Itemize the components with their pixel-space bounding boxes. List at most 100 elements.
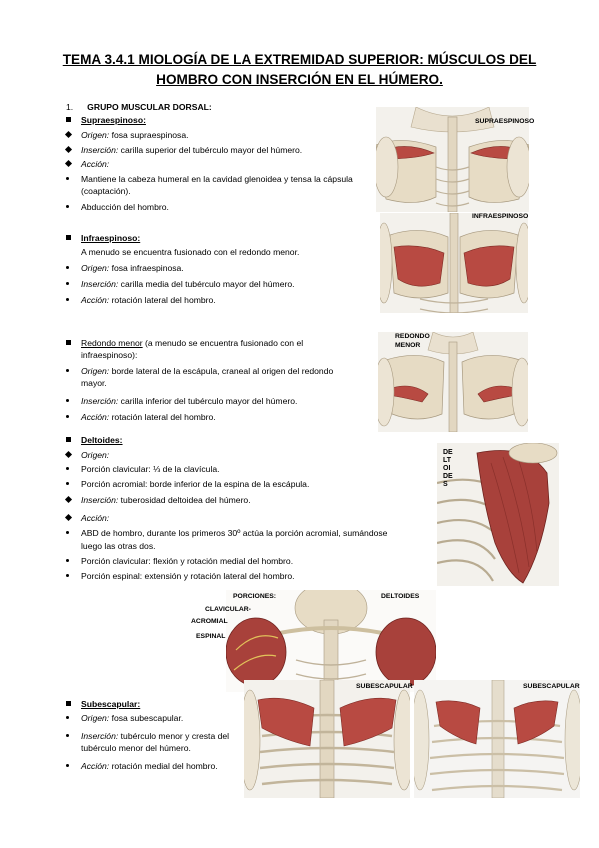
dot-bullet-icon bbox=[66, 482, 69, 486]
redondo-menor-origen-cont: mayor. bbox=[81, 378, 107, 388]
deltoides-accion-1-cont: luego las otras dos. bbox=[81, 541, 156, 551]
deltoides-insercion: Inserción: tuberosidad deltoidea del húm… bbox=[64, 494, 251, 506]
deltoides-origen-2: Porción acromial: borde inferior de la e… bbox=[66, 478, 309, 490]
accion-text: rotación medial del hombro. bbox=[109, 761, 218, 771]
insercion-label: Inserción: bbox=[81, 145, 119, 155]
supraespinoso-illustration bbox=[376, 107, 529, 212]
back-anatomy-image bbox=[378, 332, 528, 432]
dot-bullet-icon bbox=[66, 369, 69, 373]
square-bullet-icon bbox=[66, 235, 71, 241]
accion-label: Acción: bbox=[81, 159, 110, 169]
infraespinoso-insercion: Inserción: carilla media del tubérculo m… bbox=[66, 278, 295, 290]
deltoides-origen: Origen: bbox=[64, 449, 110, 461]
muscle-name: Deltoides: bbox=[81, 435, 123, 445]
origen-text: Porción clavicular: ⅓ de la clavícula. bbox=[81, 464, 220, 474]
deltoides-accion: Acción: bbox=[64, 512, 109, 524]
supraespinoso-accion-1-cont: (coaptación). bbox=[81, 186, 131, 196]
origen-text: fosa supraespinosa. bbox=[109, 130, 189, 140]
subescapular-insercion-cont: tubérculo menor del húmero. bbox=[81, 743, 191, 753]
insercion-text: carilla inferior del tubérculo mayor del… bbox=[118, 396, 298, 406]
deltoides-accion-1: ABD de hombro, durante los primeros 30º … bbox=[66, 527, 387, 539]
deltoides-portions-caption: DELTOIDES bbox=[381, 593, 420, 600]
back-anatomy-image bbox=[380, 213, 528, 313]
redondo-menor-accion: Acción: rotación lateral del hombro. bbox=[66, 411, 216, 423]
insercion-text: carilla media del tubérculo mayor del hú… bbox=[118, 279, 295, 289]
subescapular-origen: Origen: fosa subescapular. bbox=[66, 712, 183, 724]
diamond-bullet-icon bbox=[64, 451, 73, 459]
deltoides-lateral-illustration bbox=[437, 443, 559, 586]
dot-bullet-icon bbox=[66, 531, 69, 535]
dot-bullet-icon bbox=[66, 298, 69, 302]
deltoides-vertical-caption: DELTOIDES bbox=[443, 449, 453, 488]
muscle-name: Redondo menor bbox=[81, 338, 143, 348]
square-bullet-icon bbox=[66, 340, 71, 346]
subescapular-heading: Subescapular: bbox=[66, 698, 140, 710]
diamond-bullet-icon bbox=[64, 514, 73, 522]
accion-label: Acción: bbox=[81, 295, 110, 305]
subescapular-accion: Acción: rotación medial del hombro. bbox=[66, 760, 218, 772]
dot-bullet-icon bbox=[66, 205, 69, 209]
deltoides-portions-illustration bbox=[226, 590, 436, 692]
square-bullet-icon bbox=[66, 437, 71, 443]
insercion-label: Inserción: bbox=[81, 279, 119, 289]
origen-label: Origen: bbox=[81, 263, 110, 273]
redondo-menor-heading: Redondo menor (a menudo se encuentra fus… bbox=[66, 337, 303, 349]
origen-text: fosa infraespinosa. bbox=[109, 263, 184, 273]
origen-text: Porción acromial: borde inferior de la e… bbox=[81, 479, 310, 489]
deltoides-heading: Deltoides: bbox=[66, 434, 123, 446]
dot-bullet-icon bbox=[66, 282, 69, 286]
origen-label: Origen: bbox=[81, 450, 110, 460]
infraespinoso-illustration bbox=[380, 213, 528, 313]
infraespinoso-heading: Infraespinoso: bbox=[66, 232, 140, 244]
dot-bullet-icon bbox=[66, 266, 69, 270]
diamond-bullet-icon bbox=[64, 131, 73, 139]
deltoides-accion-2: Porción clavicular: flexión y rotación m… bbox=[66, 555, 293, 567]
subescapular-illustration-1 bbox=[244, 680, 410, 798]
square-bullet-icon bbox=[66, 701, 71, 707]
accion-text: rotación lateral del hombro. bbox=[109, 295, 216, 305]
insercion-label: Inserción: bbox=[81, 396, 119, 406]
subescapular-insercion: Inserción: tubérculo menor y cresta del bbox=[66, 730, 229, 742]
origen-text: fosa subescapular. bbox=[109, 713, 184, 723]
accion-text: Abducción del hombro. bbox=[81, 202, 169, 212]
origen-label: Origen: bbox=[81, 713, 110, 723]
insercion-label: Inserción: bbox=[81, 495, 119, 505]
supraespinoso-insercion: Inserción: carilla superior del tubércul… bbox=[64, 144, 302, 156]
supraespinoso-accion-1: Mantiene la cabeza humeral en la cavidad… bbox=[66, 173, 353, 185]
supraespinoso-origen: Origen: fosa supraespinosa. bbox=[64, 129, 189, 141]
redondo-menor-illustration bbox=[378, 332, 528, 432]
origen-label: Origen: bbox=[81, 130, 110, 140]
front-anatomy-image bbox=[414, 680, 580, 798]
muscle-name: Supraespinoso: bbox=[81, 115, 146, 125]
accion-text: ABD de hombro, durante los primeros 30º … bbox=[81, 528, 388, 538]
dot-bullet-icon bbox=[66, 734, 69, 738]
acromial-label: ACROMIAL bbox=[191, 618, 228, 625]
front-anatomy-image bbox=[244, 680, 410, 798]
espinal-label: ESPINAL bbox=[196, 633, 226, 640]
porciones-label: PORCIONES: bbox=[233, 593, 277, 600]
accion-text: Porción clavicular: flexión y rotación m… bbox=[81, 556, 294, 566]
diamond-bullet-icon bbox=[64, 146, 73, 154]
accion-text: Porción espinal: extensión y rotación la… bbox=[81, 571, 295, 581]
page-title: TEMA 3.4.1 MIOLOGÍA DE LA EXTREMIDAD SUP… bbox=[40, 50, 559, 90]
group-heading: 1.GRUPO MUSCULAR DORSAL: bbox=[66, 101, 212, 113]
dot-bullet-icon bbox=[66, 764, 69, 768]
subescapular-caption-2: SUBESCAPULAR bbox=[523, 683, 580, 690]
title-line-2: HOMBRO CON INSERCIÓN EN EL HÚMERO. bbox=[156, 72, 443, 87]
accion-text: rotación lateral del hombro. bbox=[109, 412, 216, 422]
deltoides-accion-3: Porción espinal: extensión y rotación la… bbox=[66, 570, 295, 582]
dot-bullet-icon bbox=[66, 574, 69, 578]
deltoid-portions-image bbox=[226, 590, 436, 692]
dot-bullet-icon bbox=[66, 415, 69, 419]
insercion-text: tuberosidad deltoidea del húmero. bbox=[118, 495, 251, 505]
dot-bullet-icon bbox=[66, 177, 69, 181]
title-line-1: TEMA 3.4.1 MIOLOGÍA DE LA EXTREMIDAD SUP… bbox=[62, 52, 537, 67]
deltoid-anatomy-image bbox=[437, 443, 559, 586]
square-bullet-icon bbox=[66, 117, 71, 123]
redondo-menor-note-cont: infraespinoso): bbox=[81, 350, 138, 360]
muscle-note: (a menudo se encuentra fusionado con el bbox=[142, 338, 304, 348]
diamond-bullet-icon bbox=[64, 496, 73, 504]
group-label: GRUPO MUSCULAR DORSAL: bbox=[87, 102, 212, 112]
supraespinoso-heading: Supraespinoso: bbox=[66, 114, 146, 126]
dot-bullet-icon bbox=[66, 467, 69, 471]
